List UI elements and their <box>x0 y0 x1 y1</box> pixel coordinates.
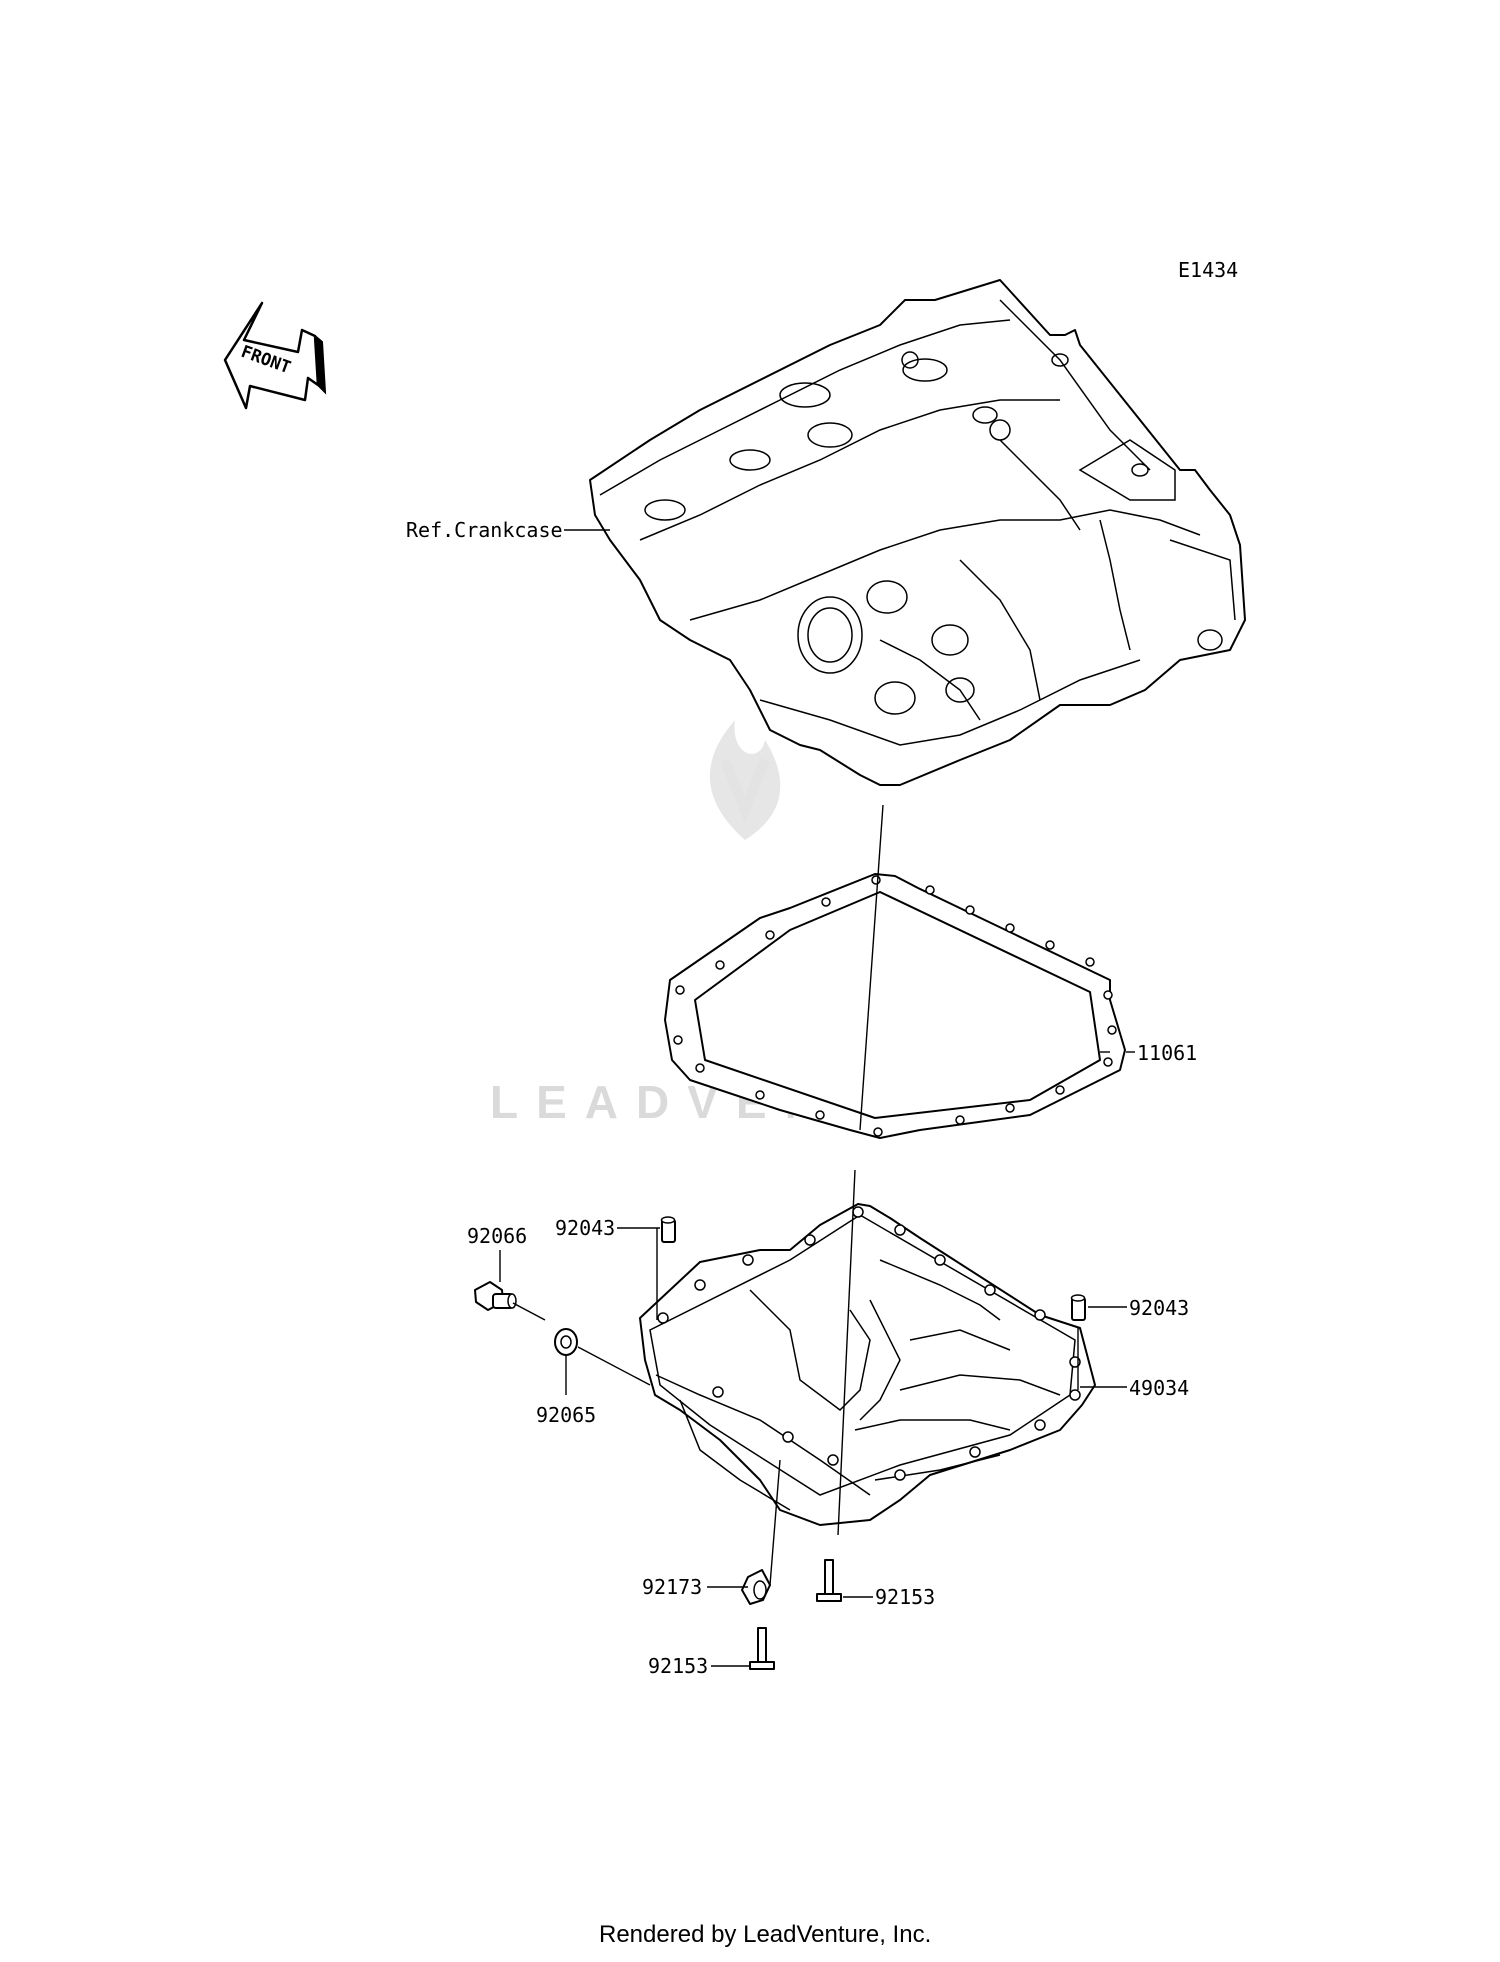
footer-credit: Rendered by LeadVenture, Inc. <box>599 1921 931 1948</box>
callout-ref-crankcase: Ref.Crankcase <box>406 518 563 542</box>
callout-92043-left: 92043 <box>555 1216 615 1240</box>
callout-92065: 92065 <box>536 1403 596 1427</box>
callout-92173: 92173 <box>642 1575 702 1599</box>
washer-icon <box>554 1328 578 1356</box>
callout-92153-right: 92153 <box>875 1585 935 1609</box>
diagram-code: E1434 <box>1178 258 1238 282</box>
gasket-drawing <box>664 873 1126 1139</box>
leader-lines <box>499 529 1135 1667</box>
callout-92153-bottom: 92153 <box>648 1654 708 1678</box>
callout-92066: 92066 <box>467 1224 527 1248</box>
dowel-pin-left-icon <box>660 1216 676 1243</box>
front-arrow-icon: FRONT <box>223 301 327 410</box>
oil-pan-drawing <box>639 1203 1096 1526</box>
bolt-bottom-icon <box>749 1627 775 1670</box>
callout-11061: 11061 <box>1137 1041 1197 1065</box>
bolt-right-icon <box>816 1559 842 1602</box>
dowel-pin-right-icon <box>1070 1294 1086 1321</box>
clamp-icon <box>741 1569 771 1605</box>
callout-49034: 49034 <box>1129 1376 1189 1400</box>
crankcase-drawing <box>589 279 1246 786</box>
drain-bolt-icon <box>474 1281 517 1311</box>
callout-92043-right: 92043 <box>1129 1296 1189 1320</box>
